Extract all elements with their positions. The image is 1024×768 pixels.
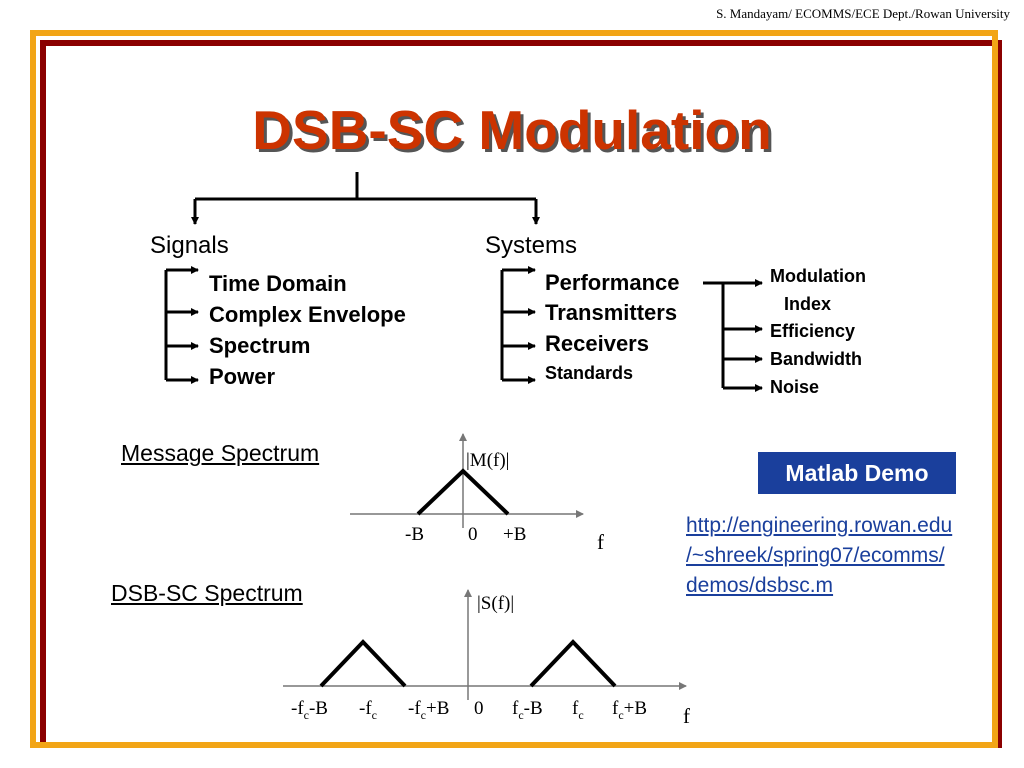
message-spectrum-tick: +B xyxy=(503,524,527,545)
performance-item: Modulation xyxy=(770,266,866,286)
dsbsc-spectrum-tick: 0 xyxy=(474,698,484,719)
signals-item: Spectrum xyxy=(209,333,311,358)
signals-item: Time Domain xyxy=(209,271,347,296)
signals-item: Power xyxy=(209,364,276,389)
dsbsc-spectrum-tick: fc xyxy=(572,698,584,722)
dsbsc-spectrum-tick: -fc+B xyxy=(408,698,450,722)
header-credit: S. Mandayam/ ECOMMS/ECE Dept./Rowan Univ… xyxy=(716,6,1010,21)
demo-link[interactable]: http://engineering.rowan.edu /~shreek/sp… xyxy=(686,511,952,601)
dsbsc-spectrum-tick: fc-B xyxy=(512,698,543,722)
message-spectrum-y-label: |M(f)| xyxy=(466,450,510,471)
demo-link-line[interactable]: /~shreek/spring07/ecomms/ xyxy=(686,544,945,567)
signals-heading: Signals xyxy=(150,232,229,259)
message-spectrum-tick: 0 xyxy=(468,524,478,545)
systems-item: Performance xyxy=(545,270,680,295)
message-spectrum-x-label: f xyxy=(597,530,604,554)
performance-item: Noise xyxy=(770,377,820,397)
performance-item: Bandwidth xyxy=(770,349,862,369)
dsbsc-spectrum-x-label: f xyxy=(683,704,690,728)
demo-link-line[interactable]: demos/dsbsc.m xyxy=(686,574,834,597)
dsbsc-spectrum-label: DSB-SC Spectrum xyxy=(111,580,303,606)
systems-item: Standards xyxy=(545,363,634,383)
slide-title: DSB-SC Modulation xyxy=(252,99,772,161)
systems-item: Receivers xyxy=(545,331,649,356)
demo-link-line[interactable]: http://engineering.rowan.edu xyxy=(686,514,953,537)
slide-frame xyxy=(30,30,998,748)
systems-heading: Systems xyxy=(485,232,578,259)
signals-item: Complex Envelope xyxy=(209,302,406,327)
matlab-demo-button[interactable]: Matlab Demo xyxy=(758,452,956,494)
dsbsc-spectrum-tick: fc+B xyxy=(612,698,648,722)
performance-item: Efficiency xyxy=(770,321,856,341)
dsbsc-spectrum-tick: -fc-B xyxy=(291,698,328,722)
dsbsc-spectrum-y-label: |S(f)| xyxy=(477,593,515,614)
message-spectrum-label: Message Spectrum xyxy=(121,440,320,466)
performance-item: Index xyxy=(784,294,832,314)
message-spectrum-tick: -B xyxy=(405,524,424,545)
systems-item: Transmitters xyxy=(545,300,678,325)
dsbsc-spectrum-tick: -fc xyxy=(359,698,377,722)
